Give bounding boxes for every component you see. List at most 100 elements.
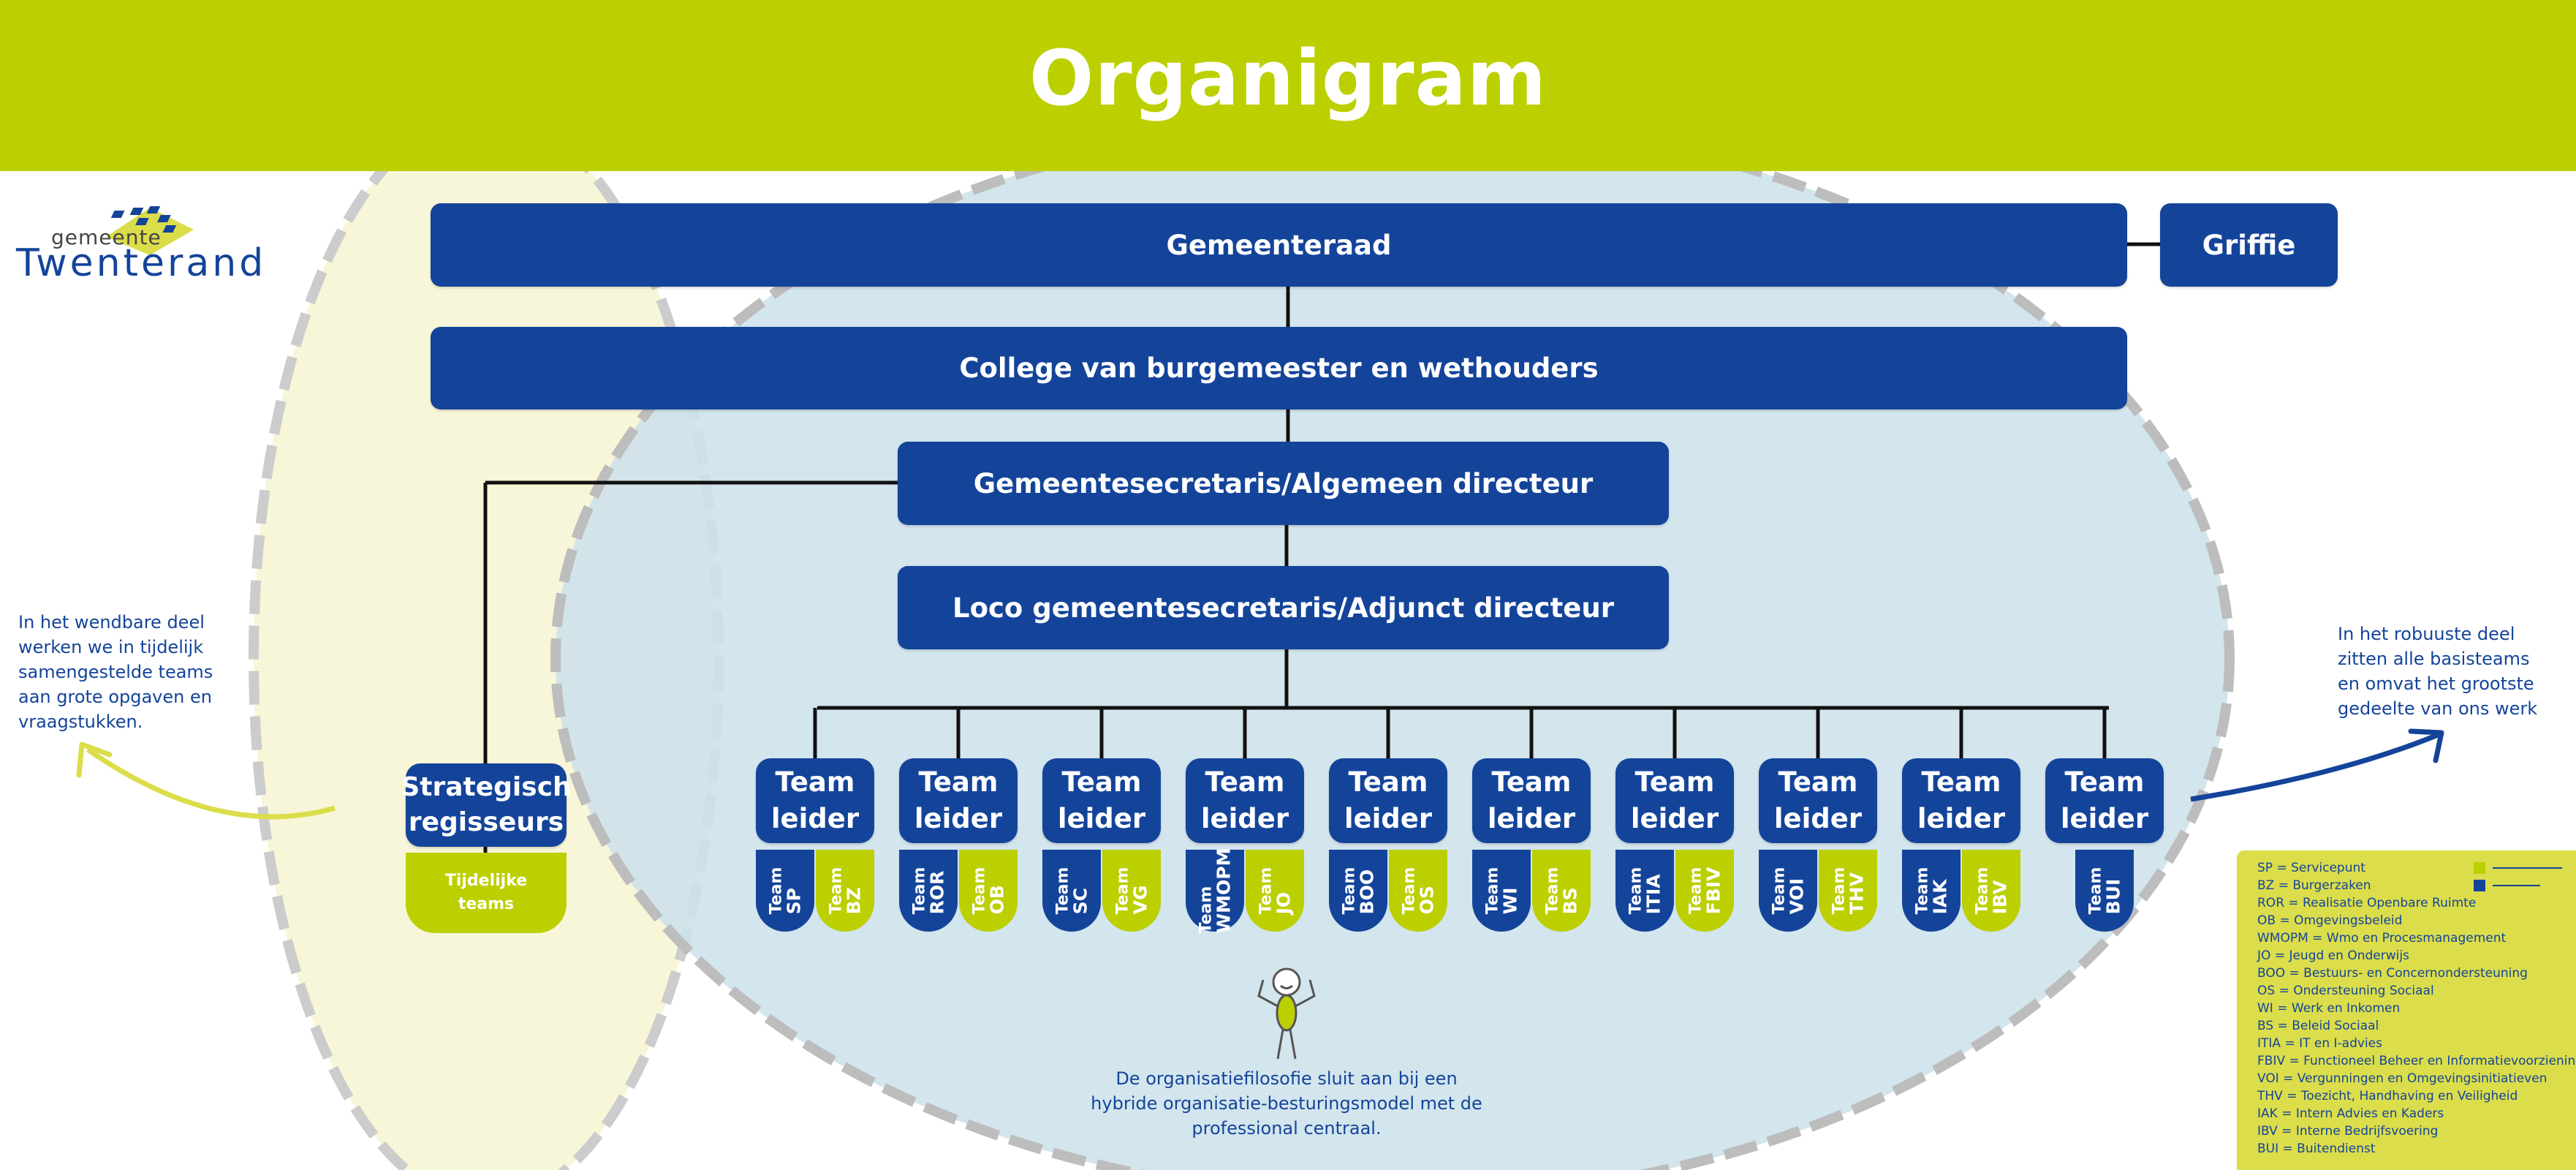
team-abbreviation: BUI [2102, 878, 2124, 915]
team-abbreviation: ROR [926, 870, 947, 915]
legend-item: WMOPM = Wmo en Procesmanagement [2257, 931, 2507, 946]
legend-blue-line [2493, 885, 2540, 886]
team-connector-ticks [813, 708, 2107, 758]
team-abbreviation: OB [986, 885, 1007, 915]
team-abbreviation: WMOPM [1213, 848, 1235, 934]
team-leader-line-1: Team [918, 766, 999, 798]
team-leader-line-1: Team [1634, 766, 1715, 798]
connector-lines [483, 242, 2160, 853]
team-word: Team [1053, 867, 1072, 915]
legend-item: BS = Beleid Sociaal [2257, 1019, 2379, 1033]
team-leader-line-2: leider [1200, 803, 1289, 834]
left-note-line: In het wendbare deel [18, 612, 205, 633]
team-abbreviation: THV [1846, 872, 1867, 915]
team-leader-box: Team leider [756, 758, 874, 843]
bottom-note-line: professional centraal. [1192, 1118, 1382, 1139]
tijdelijke-line-2: teams [458, 895, 515, 913]
team-leader-line-1: Team [775, 766, 855, 798]
team-leader-line-1: Team [1921, 766, 2001, 798]
team-leader-line-2: leider [1057, 803, 1146, 834]
legend-item: OS = Ondersteuning Sociaal [2257, 984, 2434, 998]
team-leader-line-2: leider [1344, 803, 1433, 834]
team-word: Team [1913, 867, 1931, 915]
right-note-line: zitten alle basisteams [2338, 649, 2530, 669]
team-word: Team [1543, 867, 1561, 915]
team-leader-line-2: leider [914, 803, 1003, 834]
team-abbreviation: SP [783, 888, 804, 915]
legend-item: BZ = Burgerzaken [2257, 878, 2371, 893]
team-leader-line-1: Team [1778, 766, 1858, 798]
loco-secretaris-box: Loco gemeentesecretaris/Adjunct directeu… [898, 566, 1669, 649]
left-note-line: vraagstukken. [18, 712, 143, 732]
secretaris-box: Gemeentesecretaris/Algemeen directeur [898, 442, 1669, 525]
team-abbreviation: IAK [1929, 879, 1950, 915]
team-word: Team [1770, 867, 1788, 915]
legend-item: THV = Toezicht, Handhaving en Veiligheid [2257, 1089, 2518, 1103]
team-abbreviation: BS [1559, 887, 1580, 915]
legend-green-swatch [2474, 862, 2485, 874]
left-arrow-head [76, 741, 113, 778]
legend-item: IAK = Intern Advies en Kaders [2257, 1106, 2444, 1121]
team-word: Team [1626, 867, 1645, 915]
logo-mark-icon [106, 206, 194, 255]
team-word: Team [1197, 886, 1216, 934]
right-note-line: en omvat het grootste [2338, 673, 2534, 694]
team-abbreviation: IBV [1989, 880, 2010, 915]
bottom-note: De organisatiefilosofie sluit aan bij ee… [1053, 1066, 1520, 1141]
legend-item: ITIA = IT en I-advies [2257, 1036, 2382, 1051]
left-note: In het wendbare deel werken we in tijdel… [18, 610, 213, 734]
team-leader-line-2: leider [770, 803, 860, 834]
team-abbreviation: BOO [1356, 869, 1377, 915]
left-note-line: werken we in tijdelijk [18, 637, 204, 657]
team-leader-line-1: Team [1348, 766, 1428, 798]
logo-small-text: gemeente [51, 225, 162, 249]
team-leader-line-2: leider [1917, 803, 2006, 834]
team-word: Team [1973, 867, 1991, 915]
strategisch-regisseurs-box: Strategisch regisseurs [401, 763, 572, 847]
bottom-note-line: De organisatiefilosofie sluit aan bij ee… [1115, 1068, 1458, 1089]
legend-item: JO = Jeugd en Onderwijs [2257, 948, 2409, 963]
team-leader-line-1: Team [1061, 766, 1142, 798]
team-word: Team [1400, 867, 1418, 915]
logo-name-text: Twenterand [16, 241, 267, 285]
right-arrow [2190, 732, 2439, 802]
team-word: Team [1257, 867, 1275, 915]
team-abbreviation: JO [1273, 891, 1294, 915]
team-word: Team [910, 867, 928, 915]
griffie-box: Griffie [2160, 203, 2338, 287]
legend-blue-swatch [2474, 880, 2485, 891]
team-word: Team [1686, 867, 1705, 915]
stick-figure-illustration [1257, 967, 1316, 1060]
bottom-note-line: hybride organisatie-besturingsmodel met … [1091, 1093, 1482, 1114]
legend-item: ROR = Realisatie Openbare Ruimte [2257, 896, 2477, 910]
left-arrow [86, 747, 336, 820]
team-leader-line-1: Team [1491, 766, 1572, 798]
team-abbreviation: SC [1069, 888, 1091, 915]
legend-item: IBV = Interne Bedrijfsvoering [2257, 1124, 2439, 1139]
team-word: Team [767, 867, 785, 915]
right-note-line: In het robuuste deel [2338, 624, 2515, 644]
team-word: Team [1483, 867, 1501, 915]
strategisch-line-1: Strategisch [401, 772, 572, 802]
left-note-line: aan grote opgaven en [18, 687, 212, 707]
gemeenteraad-box: Gemeenteraad [431, 203, 2127, 287]
team-leader-line-2: leider [1630, 803, 1719, 834]
team-word: Team [827, 867, 845, 915]
